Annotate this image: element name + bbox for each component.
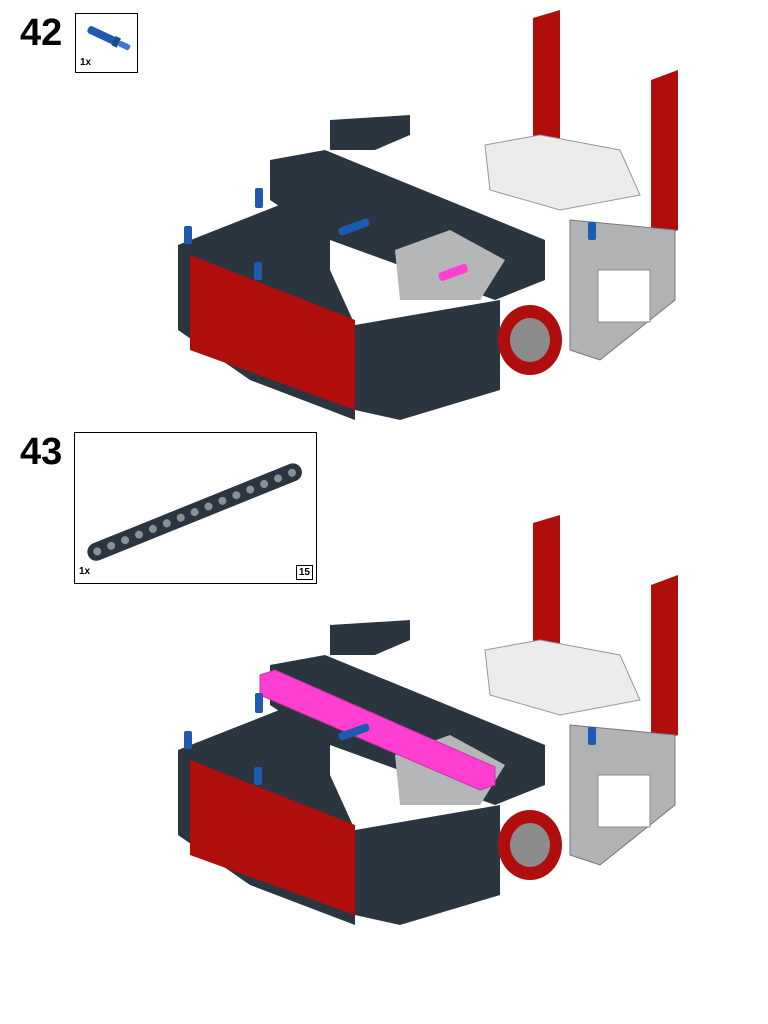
assembly-model: [178, 515, 678, 925]
assembly-model: [178, 10, 678, 420]
part-quantity: 1x: [80, 57, 92, 68]
parts-callout: 1x: [75, 13, 138, 73]
part-length-badge: 15: [295, 565, 313, 580]
dark-grey-beam-icon: [87, 463, 302, 561]
step-number: 42: [20, 12, 63, 54]
parts-callout: 1x 15: [74, 432, 317, 584]
part-quantity: 1x: [79, 566, 91, 577]
blue-axle-pin-icon: [87, 26, 131, 51]
step-number: 43: [20, 431, 63, 473]
